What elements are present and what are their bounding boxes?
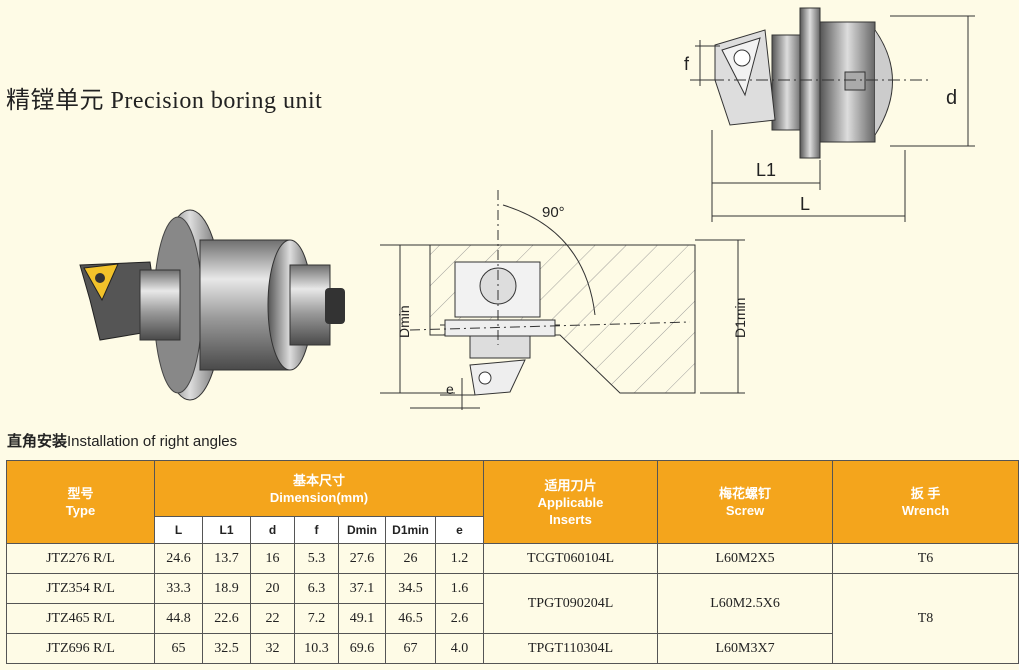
cell-d1min: 34.5 [385, 573, 436, 604]
table-row: JTZ465 R/L 44.8 22.6 22 7.2 49.1 46.5 2.… [6, 603, 1019, 634]
cell-l: 33.3 [154, 573, 203, 604]
subheader-l1: L1 [202, 516, 251, 544]
label-d1min: D1min [732, 298, 748, 338]
page-title: 精镗单元 Precision boring unit [6, 88, 323, 114]
section-title-en: Installation of right angles [67, 433, 238, 450]
cell-dmin: 49.1 [338, 603, 386, 634]
cell-d1min: 46.5 [385, 603, 436, 634]
cell-type: JTZ276 R/L [6, 543, 155, 574]
cell-insert: TCGT060104L [483, 543, 659, 574]
cell-insert: TPGT090204L [483, 573, 659, 634]
cell-e: 1.6 [434, 573, 485, 604]
subheader-d1min: D1min [385, 516, 436, 544]
drawings: f d L1 L 90° Dmin D1min e [79, 7, 975, 410]
label-l: L [800, 194, 810, 214]
cell-d: 20 [250, 573, 295, 604]
label-l1: L1 [756, 160, 776, 180]
section-drawing [380, 190, 745, 410]
cell-f: 5.3 [294, 543, 339, 574]
cell-l1: 18.9 [202, 573, 251, 604]
label-f: f [684, 54, 690, 74]
cell-l1: 13.7 [202, 543, 251, 574]
label-e: e [446, 381, 454, 397]
cell-l: 44.8 [154, 603, 203, 634]
table-row: JTZ696 R/L 65 32.5 32 10.3 69.6 67 4.0 T… [6, 633, 1019, 664]
label-d: d [946, 87, 957, 109]
cell-l1: 32.5 [202, 633, 251, 664]
cell-e: 4.0 [434, 633, 485, 664]
cell-l: 24.6 [154, 543, 203, 574]
cell-screw: L60M2.5X6 [657, 573, 834, 634]
cell-l: 65 [154, 633, 203, 664]
cell-screw: L60M2X5 [657, 543, 834, 574]
subheader-f: f [294, 516, 339, 544]
cell-d1min: 67 [385, 633, 436, 664]
subheader-l: L [154, 516, 203, 544]
cell-l1: 22.6 [202, 603, 251, 634]
subheader-d: d [250, 516, 295, 544]
cell-wrench: T8 [832, 573, 1019, 664]
cell-f: 6.3 [294, 573, 339, 604]
cell-d: 22 [250, 603, 295, 634]
cell-f: 10.3 [294, 633, 339, 664]
cell-dmin: 27.6 [338, 543, 386, 574]
table-row: JTZ354 R/L 33.3 18.9 20 6.3 37.1 34.5 1.… [6, 573, 1019, 664]
section-title-cn: 直角安装 [7, 433, 68, 450]
subheader-dmin: Dmin [338, 516, 386, 544]
cell-dmin: 69.6 [338, 633, 386, 664]
boring-unit-photo [79, 209, 345, 401]
cell-dmin: 37.1 [338, 573, 386, 604]
cell-d: 32 [250, 633, 295, 664]
subheader-e: e [434, 516, 485, 544]
cell-e: 2.6 [434, 603, 485, 634]
cell-f: 7.2 [294, 603, 339, 634]
cell-wrench: T6 [832, 543, 1019, 574]
cell-screw: L60M3X7 [657, 633, 834, 664]
profile-drawing [690, 7, 975, 222]
cell-d: 16 [250, 543, 295, 574]
cell-type: JTZ465 R/L [6, 603, 155, 634]
cell-type: JTZ696 R/L [6, 633, 155, 664]
cell-d1min: 26 [385, 543, 436, 574]
section-title: 直角安装Installation of right angles [7, 430, 237, 451]
label-angle: 90° [542, 204, 565, 221]
cell-insert: TPGT110304L [483, 633, 659, 664]
cell-e: 1.2 [434, 543, 485, 574]
label-dmin: Dmin [396, 305, 412, 338]
table-row: JTZ276 R/L 24.6 13.7 16 5.3 27.6 26 1.2 … [6, 543, 1019, 574]
cell-type: JTZ354 R/L [6, 573, 155, 604]
